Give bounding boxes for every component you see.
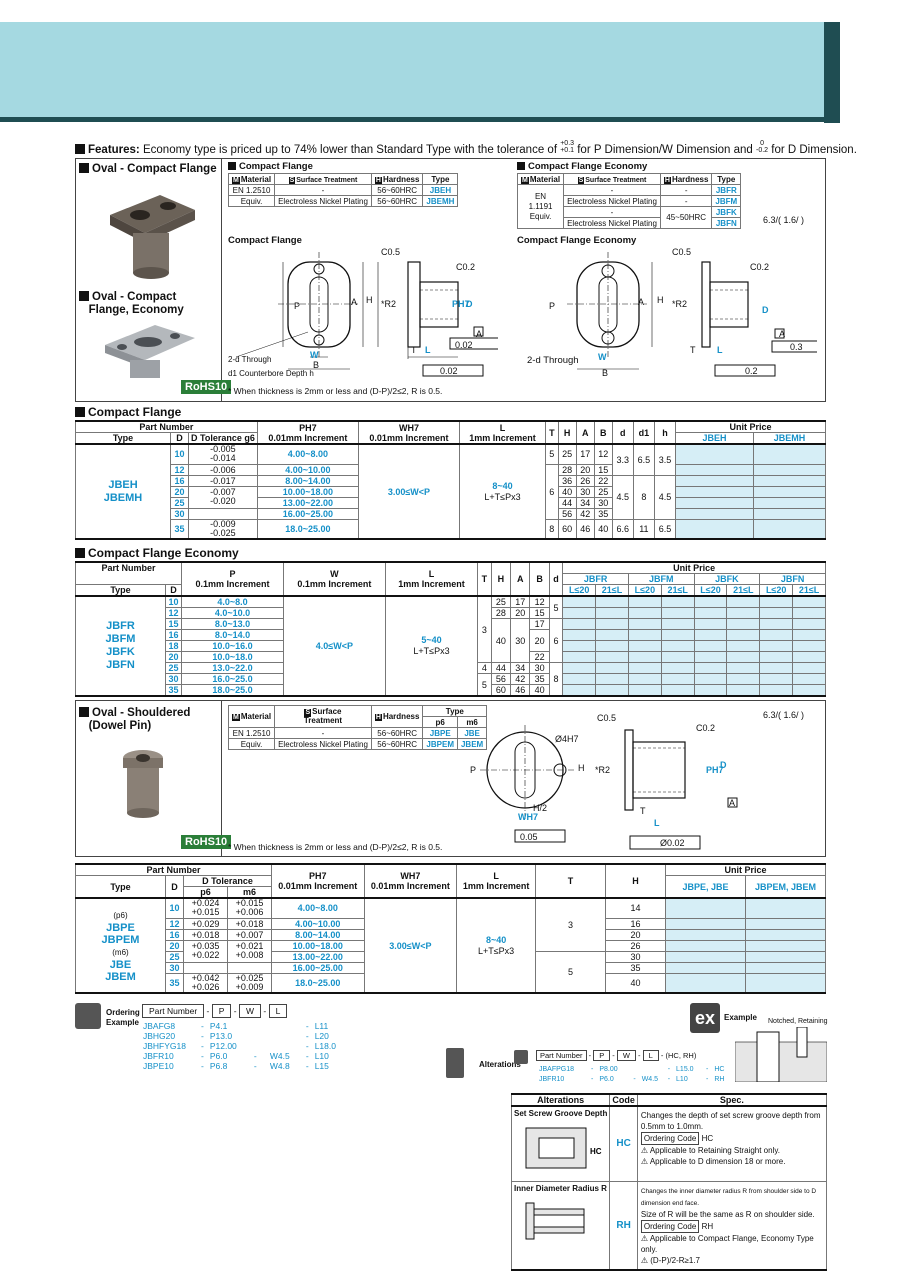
shouldered-panel <box>75 700 826 857</box>
ex-note: Notched, Retaining <box>768 1018 828 1025</box>
compact-flange-panel <box>75 158 826 402</box>
section-compact-flange-economy: Compact Flange Economy <box>75 546 239 560</box>
title-oval-compact-flange: Oval - Compact Flange <box>79 163 217 175</box>
surface-roughness-symbol: 6.3/( 1.6/ ) <box>763 215 805 225</box>
compact-flange-economy-drawing <box>567 252 817 377</box>
alterations-icon <box>446 1048 464 1078</box>
header-banner <box>0 22 824 119</box>
hc-drawing-label: HC <box>590 1147 602 1156</box>
features-line: Features: Economy type is priced up to 7… <box>75 140 857 156</box>
rohs-badge-2: RoHS10 <box>181 835 232 849</box>
panel2-note: * When thickness is 2mm or less and (D-P… <box>228 842 443 852</box>
alterations-header: Part Number - P - W - L - (HC, RH) <box>536 1050 696 1061</box>
panel1-note: * When thickness is 2mm or less and (D-P… <box>228 386 443 396</box>
alterations-phone-icon <box>514 1050 528 1064</box>
drawing-cf-title: Compact Flange <box>228 235 302 246</box>
header-banner-shadow-bottom <box>0 117 840 122</box>
header-banner-shadow <box>824 22 840 123</box>
rh-drawing <box>525 1202 585 1239</box>
surface-roughness-symbol-2: 6.3/( 1.6/ ) <box>763 710 805 720</box>
ex-icon: ex <box>690 1003 720 1033</box>
shouldered-product-image <box>123 750 163 818</box>
compact-flange-economy-product-image <box>105 325 195 378</box>
ex-drawing <box>735 1027 827 1082</box>
alterations-label: Alterations <box>479 1060 521 1069</box>
hc-drawing: HC <box>525 1127 602 1169</box>
compact-flange-drawing <box>235 252 498 377</box>
rohs-badge: RoHS10 <box>181 380 232 394</box>
ex-example-label: Example <box>724 1013 757 1022</box>
title-oval-shouldered: Oval - Shouldered (Dowel Pin) <box>79 707 190 733</box>
section-compact-flange: Compact Flange <box>75 405 181 419</box>
cfe-material-title: Compact Flange Economy <box>517 161 647 172</box>
ordering-examples: JBAFG8-P4.1-L11 JBHG20-P13.0-L20 JBHFYG1… <box>143 1021 336 1071</box>
cf-material-title: Compact Flange <box>228 161 313 172</box>
compact-flange-product-image <box>110 195 195 279</box>
title-oval-compact-flange-economy: Oval - Compact Flange, Economy <box>79 291 184 317</box>
ordering-phone-icon <box>75 1003 101 1029</box>
ordering-header: Part Number - P - W - L <box>142 1004 288 1018</box>
shouldered-drawing <box>480 725 738 850</box>
drawing-cfe-title: Compact Flange Economy <box>517 235 637 246</box>
alterations-examples: JBAFPG18-P8.00-L15.0-HC JBFR10-P6.0-W4.5… <box>539 1065 725 1083</box>
